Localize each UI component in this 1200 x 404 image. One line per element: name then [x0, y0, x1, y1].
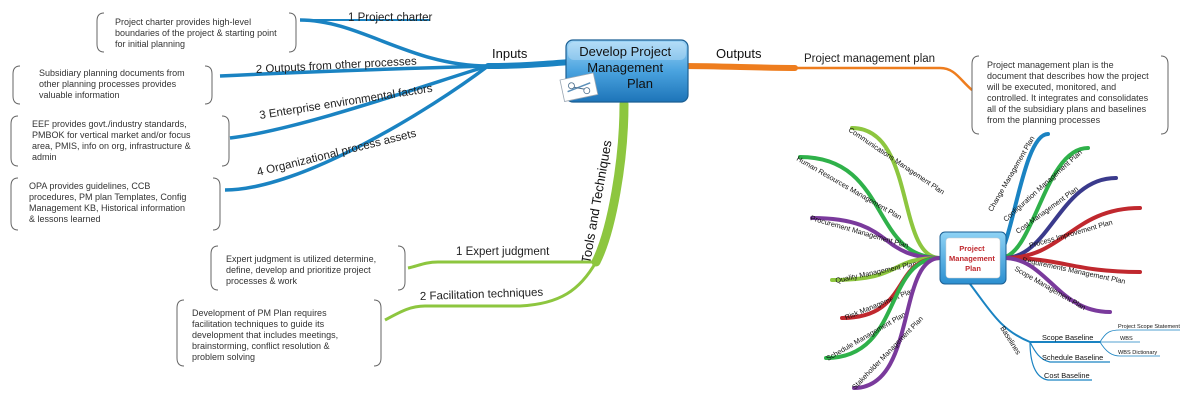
spoke-label-process-improvement-plan: Process Improvement Plan: [1028, 217, 1113, 249]
document-drone-icon: [559, 72, 599, 102]
spoke-connector-requirements-management-plan: [1004, 256, 1142, 274]
input-label-1: 1 Project charter: [348, 12, 433, 24]
schedule-baseline-label: Schedule Baseline: [1042, 353, 1103, 362]
spoke-connector-process-improvement-plan: [1004, 206, 1142, 260]
spoke-connector-scope-management-plan: [1002, 256, 1112, 314]
svg-text:Project Management: Project Management Plan: [949, 244, 997, 273]
inputs-main-connector: [485, 59, 573, 69]
project-scope-statement-label: Project Scope Statement: [1118, 324, 1180, 330]
output-label-1: Project management plan: [804, 53, 935, 65]
input-note-3: EEF provides govt./industry standards, P…: [32, 119, 193, 162]
tool-note-1: Expert judgment is utilized determine, d…: [226, 254, 379, 286]
input-connector-3: [229, 64, 489, 140]
central-topic[interactable]: Develop Project Management Plan: [559, 39, 689, 103]
tool-connector-2: [384, 261, 598, 322]
tools-main-connector: [591, 99, 629, 267]
tools-label: Tools and Techniques: [578, 139, 615, 265]
output-connector-1: [795, 66, 973, 91]
pm-plan-center-line-2: Management: [949, 254, 995, 263]
svg-text:Develop Project Manageme: Develop Project Management Plan: [579, 44, 674, 91]
outputs-main-connector: [681, 63, 798, 71]
tool-note-bracket-1: [210, 245, 406, 291]
input-note-bracket-4: [10, 177, 221, 231]
output-note-bracket-1: [971, 55, 1169, 135]
input-note-4: OPA provides guidelines, CCB procedures,…: [29, 181, 189, 224]
input-connector-4: [224, 64, 490, 192]
spoke-label-human-resources-management-plan: Human Resources Management Plan: [795, 154, 903, 222]
spoke-connector-communications-management-plan: [850, 126, 942, 260]
input-note-bracket-2: [12, 65, 213, 105]
input-note-1: Project charter provides high-level boun…: [115, 17, 279, 49]
inputs-label: Inputs: [492, 46, 528, 61]
tool-label-2: 2 Facilitation techniques: [420, 287, 544, 303]
input-connector-1: [299, 18, 489, 68]
tool-connector-1: [407, 260, 596, 270]
spoke-connector-configuration-management-plan: [998, 146, 1090, 260]
central-topic-line-2: Management: [587, 60, 663, 75]
input-label-3: 3 Enterprise environmental factors: [259, 83, 434, 122]
input-label-2: 2 Outputs from other processes: [256, 56, 418, 76]
central-topic-line-1: Develop Project: [579, 44, 671, 59]
inputs-branch: Inputs 1 Project charter 2 Outputs from …: [10, 12, 573, 231]
input-note-bracket-1: [96, 12, 297, 53]
spoke-connector-human-resources-management-plan: [798, 155, 942, 260]
tool-label-1: 1 Expert judgment: [456, 246, 550, 258]
outputs-label: Outputs: [716, 46, 762, 61]
spoke-connector-cost-management-plan: [1002, 176, 1118, 260]
spoke-connector-procurement-management-plan: [810, 216, 942, 260]
tool-note-2: Development of PM Plan requires facilita…: [192, 308, 341, 362]
tool-note-bracket-2: [176, 299, 382, 367]
input-connector-2: [219, 64, 489, 78]
pm-plan-center-node[interactable]: Project Management Plan: [939, 231, 1007, 285]
central-topic-line-3: Plan: [627, 76, 653, 91]
pm-plan-center-line-1: Project: [959, 244, 985, 253]
input-note-2: Subsidiary planning documents from other…: [39, 68, 187, 100]
wbs-dictionary-label: WBS Dictionary: [1118, 350, 1157, 356]
outputs-branch: Outputs Project management plan Project …: [681, 46, 1169, 135]
baselines-label: Baselines: [998, 324, 1023, 356]
cost-baseline-label: Cost Baseline: [1044, 371, 1090, 380]
spoke-connector-schedule-management-plan: [824, 256, 942, 360]
scope-baseline-label: Scope Baseline: [1042, 333, 1093, 342]
wbs-label: WBS: [1120, 336, 1133, 342]
input-note-bracket-3: [10, 115, 230, 167]
spoke-connector-stakeholder-management-plan: [852, 256, 942, 390]
input-label-4: 4 Organizational process assets: [256, 128, 418, 179]
output-note-1: Project management plan is the document …: [986, 60, 1151, 125]
pm-plan-center-line-3: Plan: [965, 264, 981, 273]
